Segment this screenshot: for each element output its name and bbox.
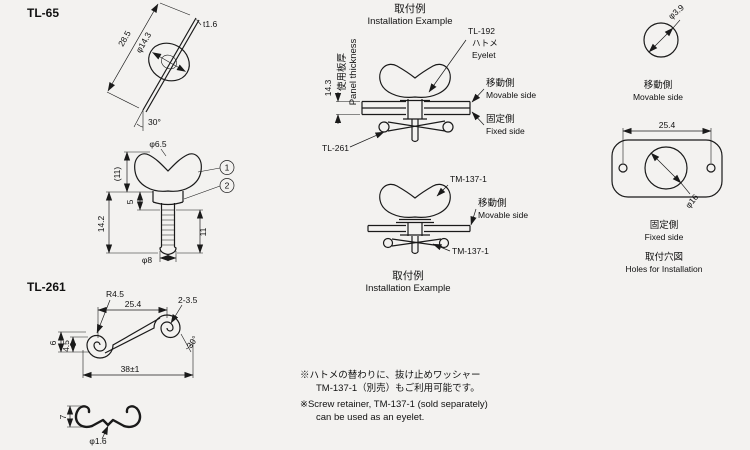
holes-diagram-title-jp: 取付穴図: [645, 251, 683, 263]
dim-label-top-diameter: φ6.5: [149, 139, 167, 149]
part-label-tm137-bottom: TM-137-1: [452, 246, 489, 256]
dim-label-height-11: 11: [198, 227, 208, 236]
dim-label-hole-pitch: 25.4: [659, 120, 676, 130]
tl261-spring-clip-drawing: R4.5 25.4 2-3.5 4.5 6 38±1 30°: [48, 289, 200, 379]
panel-thickness-label-jp: 使用板厚: [336, 53, 348, 92]
holes-diagram-title-en: Holes for Installation: [625, 264, 702, 274]
movable-side-label-jp-2: 移動側: [478, 197, 507, 209]
dim-label-length: 28.5: [116, 29, 133, 49]
tl65-part-number: TL-65: [27, 6, 59, 20]
dim-label-coil-radius: R4.5: [106, 289, 124, 299]
dim-label-bottom-diameter: φ8: [142, 255, 153, 265]
dim-label-angle: 30°: [148, 117, 161, 127]
dim-label-overall-width: 38±1: [121, 364, 140, 374]
dim-label-thickness: t1.6: [203, 19, 217, 29]
tl261-bottom-view-drawing: 7 φ1.6: [58, 405, 142, 446]
part-label-tl261: TL-261: [322, 143, 349, 153]
dim-label-coil-pitch: 25.4: [125, 299, 142, 309]
dim-label-holes: 2-3.5: [178, 295, 198, 305]
dim-label-small-hole: φ3.9: [666, 2, 686, 21]
installation-example-1-drawing: 取付例 Installation Example 使用板厚 Panel thic…: [322, 2, 536, 153]
installation-title-jp-2: 取付例: [392, 269, 424, 282]
installation-title-jp: 取付例: [394, 2, 426, 15]
eyelet-label-en: Eyelet: [472, 50, 496, 60]
footnote-jp-line2: TM-137-1（別売）もご利用可能です。: [316, 382, 480, 394]
dim-label-height-45: 4.5: [61, 340, 71, 352]
footnote-jp-line1: ※ハトメの替わりに、抜け止めワッシャー: [300, 369, 481, 381]
panel-thickness-label-en: Panel thickness: [348, 38, 359, 105]
footnote-en-line2: can be used as an eyelet.: [316, 412, 424, 423]
movable-side-label-jp: 移動側: [486, 77, 515, 89]
movable-side-label-en: Movable side: [486, 90, 536, 100]
fixed-side-label-en: Fixed side: [486, 126, 525, 136]
installation-example-2-drawing: TM-137-1 移動側 Movable side TM-137-1 取付例 I…: [365, 174, 528, 294]
eyelet-label-jp: ハトメ: [472, 38, 498, 48]
dim-label-clip-height: 7: [58, 414, 68, 419]
dim-label-clip-angle: 30°: [184, 334, 200, 350]
tl65-front-view-drawing: φ6.5 (11) 14.2 5 11 φ8 1 2: [96, 139, 235, 265]
part-label-tl192: TL-192: [468, 26, 495, 36]
part-label-tm137-top: TM-137-1: [450, 174, 487, 184]
callout-number-1: 1: [225, 163, 230, 173]
dim-label-height-total: 14.2: [96, 215, 106, 232]
footnote-block: ※ハトメの替わりに、抜け止めワッシャー TM-137-1（別売）もご利用可能です…: [300, 369, 488, 423]
dim-label-height-6: 6: [48, 340, 58, 345]
footnote-en-line1: ※Screw retainer, TM-137-1 (sold separate…: [300, 399, 488, 410]
holes-movable-label-jp: 移動側: [644, 79, 673, 91]
holes-fixed-label-en: Fixed side: [645, 232, 684, 242]
tl261-part-number: TL-261: [27, 280, 66, 294]
tl65-angled-view-drawing: 28.5 φ14.3 t1.6 30°: [106, 2, 217, 131]
movable-side-label-en-2: Movable side: [478, 210, 528, 220]
dim-label-height-paren: (11): [112, 167, 122, 182]
dim-label-height-5: 5: [125, 199, 135, 204]
dim-label-knob-diameter: φ14.3: [134, 30, 154, 54]
dim-label-center-hole: φ16: [683, 192, 700, 210]
mounting-holes-drawing: φ3.9 移動側 Movable side 25.4 φ16 固定側 Fixed…: [611, 2, 723, 274]
installation-title-en-2: Installation Example: [365, 283, 450, 294]
dim-label-wire-diameter: φ1.6: [89, 436, 107, 446]
dim-label-panel-thickness: 14.3: [323, 79, 333, 96]
holes-movable-label-en: Movable side: [633, 92, 683, 102]
callout-number-2: 2: [225, 181, 230, 191]
holes-fixed-label-jp: 固定側: [650, 219, 679, 231]
installation-title-en: Installation Example: [367, 16, 452, 27]
fixed-side-label-jp: 固定側: [486, 113, 515, 125]
